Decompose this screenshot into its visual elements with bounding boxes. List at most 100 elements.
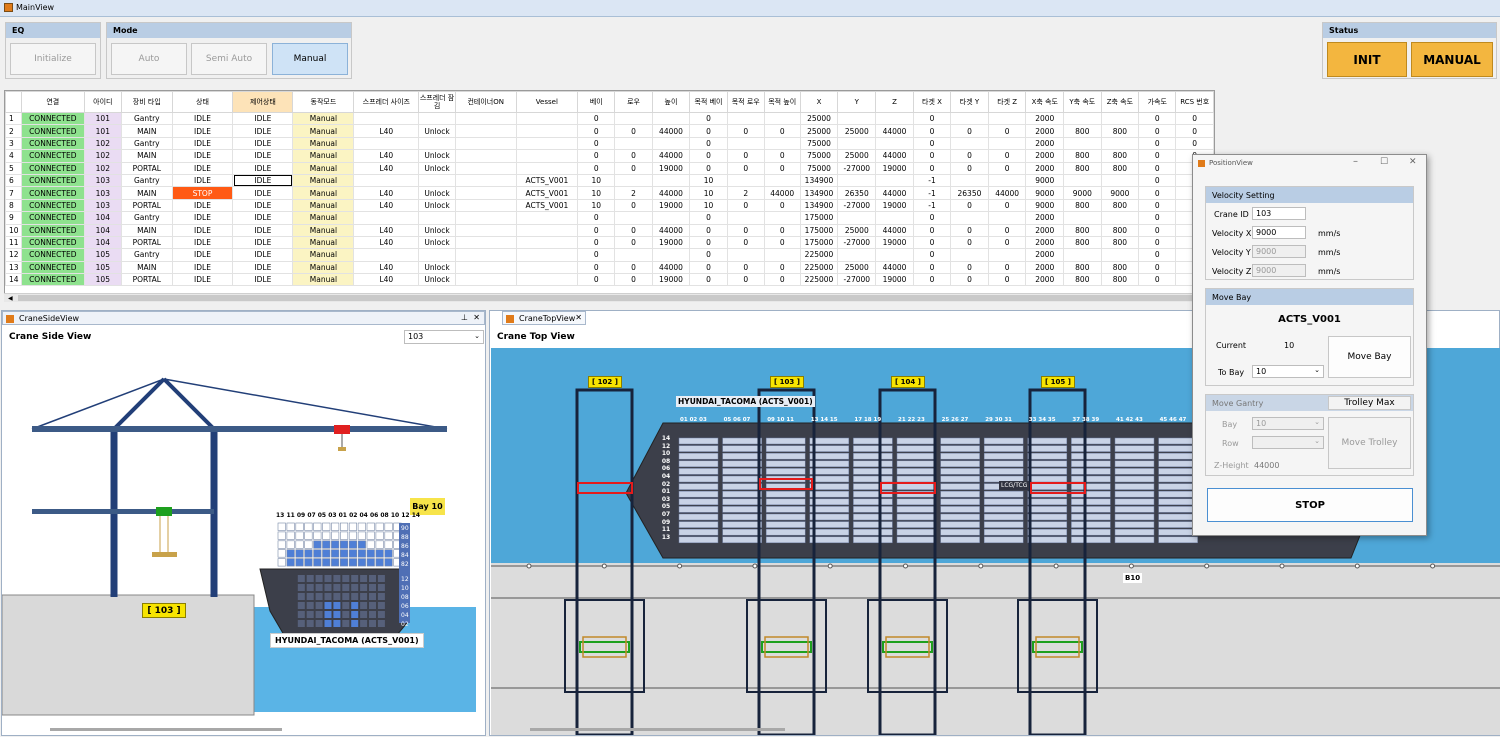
table-cell[interactable]: 0 [577,260,616,275]
table-cell[interactable]: 0 [1138,273,1177,287]
top-crane[interactable] [1017,388,1098,735]
table-cell[interactable]: 0 [577,136,616,151]
table-cell[interactable]: 44000 [651,223,691,237]
table-cell[interactable]: IDLE [232,149,294,163]
table-cell[interactable] [763,173,801,188]
row-number[interactable]: 4 [5,149,22,163]
table-cell[interactable]: L40 [353,124,420,138]
table-cell[interactable]: 0 [987,223,1027,237]
table-cell[interactable]: STOP [171,186,234,200]
table-cell[interactable]: MAIN [121,186,173,200]
table-cell[interactable]: CONNECTED [20,273,85,287]
row-number[interactable]: 2 [5,124,22,138]
table-cell[interactable]: L40 [353,260,420,275]
top-scrollbar[interactable] [530,728,785,731]
table-cell[interactable] [1100,211,1140,225]
table-cell[interactable]: 0 [689,273,728,287]
table-cell[interactable]: 0 [726,223,765,237]
table-cell[interactable]: 25000 [837,223,877,237]
table-cell[interactable]: 19000 [875,235,914,250]
table-cell[interactable] [614,111,653,126]
table-cell[interactable]: Manual [292,235,355,250]
table-cell[interactable] [726,173,765,188]
table-cell[interactable]: Manual [292,260,355,275]
table-cell[interactable]: 0 [912,211,952,225]
table-cell[interactable]: Unlock [418,223,456,237]
table-cell[interactable]: CONNECTED [20,124,85,138]
table-cell[interactable] [614,248,653,262]
table-cell[interactable]: 800 [1063,223,1102,237]
table-cell[interactable]: 0 [1138,260,1177,275]
table-cell[interactable] [454,198,517,213]
table-cell[interactable]: 0 [614,161,653,175]
table-cell[interactable]: 103 [83,186,123,200]
table-cell[interactable] [353,136,420,151]
table-cell[interactable] [454,124,517,138]
grid-header-cell[interactable]: 아이디 [83,91,123,113]
table-cell[interactable]: 10 [577,173,616,188]
velocity-x-field[interactable]: 9000 [1252,226,1306,239]
pin-icon[interactable]: ⊥ [461,313,468,322]
table-cell[interactable]: IDLE [232,223,294,237]
grid-header-cell[interactable]: Y축 속도 [1063,91,1102,113]
table-cell[interactable] [950,111,989,126]
table-cell[interactable]: IDLE [232,124,294,138]
table-cell[interactable]: 0 [763,124,801,138]
table-cell[interactable]: 44000 [763,186,801,200]
table-cell[interactable] [837,111,877,126]
table-cell[interactable]: 25000 [837,149,877,163]
table-cell[interactable]: CONNECTED [20,198,85,213]
side-view-tab[interactable]: CraneSideView ⊥ ✕ [2,311,485,325]
table-cell[interactable]: 0 [726,235,765,250]
close-icon[interactable]: ✕ [473,313,480,322]
table-cell[interactable]: 0 [577,273,616,287]
table-cell[interactable]: 0 [726,124,765,138]
grid-header-cell[interactable]: 타겟 X [912,91,952,113]
table-cell[interactable]: Manual [292,149,355,163]
table-cell[interactable]: 0 [987,235,1027,250]
table-cell[interactable]: MAIN [121,124,173,138]
table-cell[interactable]: 102 [83,149,123,163]
table-cell[interactable]: Manual [292,223,355,237]
grid-header-cell[interactable]: 장비 타입 [121,91,173,113]
table-cell[interactable]: 75000 [799,161,839,175]
table-cell[interactable]: 2000 [1025,136,1065,151]
table-cell[interactable]: 19000 [875,273,914,287]
table-cell[interactable]: 44000 [875,186,914,200]
table-cell[interactable]: 0 [950,223,989,237]
table-cell[interactable]: Manual [292,136,355,151]
table-cell[interactable]: 0 [1138,136,1177,151]
table-cell[interactable] [454,223,517,237]
table-cell[interactable]: 0 [689,124,728,138]
grid-header-cell[interactable]: Y [837,91,877,113]
table-cell[interactable]: 103 [83,173,123,188]
table-cell[interactable]: 175000 [799,235,839,250]
grid-header-cell[interactable]: 로우 [614,91,653,113]
table-cell[interactable]: IDLE [232,211,294,225]
table-cell[interactable]: L40 [353,186,420,200]
row-number[interactable]: 6 [5,173,22,188]
initialize-button[interactable]: Initialize [10,43,96,75]
table-cell[interactable]: 0 [950,235,989,250]
top-crane[interactable] [867,388,948,735]
row-number[interactable]: 13 [5,260,22,275]
grid-header-cell[interactable]: 스프레더 잠김 [418,91,456,113]
table-cell[interactable]: 101 [83,111,123,126]
table-cell[interactable]: 800 [1063,124,1102,138]
table-cell[interactable] [875,136,914,151]
table-cell[interactable]: 2000 [1025,248,1065,262]
manual-status-button[interactable]: MANUAL [1411,42,1493,77]
table-cell[interactable] [1063,111,1102,126]
minimize-icon[interactable]: – [1353,156,1358,167]
table-cell[interactable] [763,111,801,126]
table-cell[interactable]: 105 [83,248,123,262]
table-cell[interactable]: 0 [614,198,653,213]
table-cell[interactable] [837,248,877,262]
table-cell[interactable] [726,111,765,126]
table-cell[interactable]: Manual [292,111,355,126]
table-cell[interactable] [614,173,653,188]
table-cell[interactable]: Gantry [121,111,173,126]
